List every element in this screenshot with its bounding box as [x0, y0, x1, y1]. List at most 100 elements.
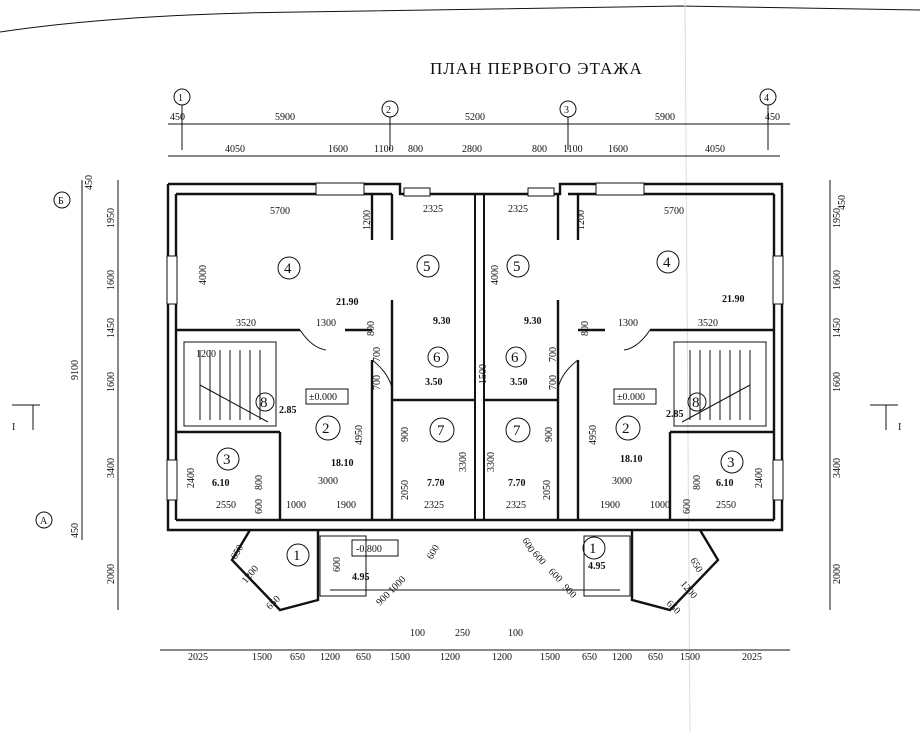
- svg-text:800: 800: [254, 475, 265, 490]
- svg-text:1200: 1200: [320, 652, 340, 663]
- svg-text:5700: 5700: [270, 206, 290, 217]
- svg-text:1600: 1600: [832, 270, 843, 290]
- svg-text:900: 900: [544, 427, 555, 442]
- room-number: 5: [423, 259, 431, 275]
- svg-text:1900: 1900: [600, 500, 620, 511]
- svg-text:650: 650: [687, 556, 704, 574]
- svg-text:1500: 1500: [390, 652, 410, 663]
- svg-text:2050: 2050: [400, 480, 411, 500]
- room-area: 21.90: [336, 297, 359, 308]
- svg-text:700: 700: [548, 347, 559, 362]
- floor-level-left: ±0.000: [309, 392, 337, 403]
- svg-text:2550: 2550: [716, 500, 736, 511]
- svg-text:1500: 1500: [252, 652, 272, 663]
- page-title: ПЛАН ПЕРВОГО ЭТАЖА: [430, 59, 643, 78]
- svg-text:3300: 3300: [458, 452, 469, 472]
- svg-text:700: 700: [548, 375, 559, 390]
- inner-walls: [176, 194, 774, 520]
- svg-text:1200: 1200: [440, 652, 460, 663]
- svg-text:600: 600: [332, 557, 343, 572]
- room-area: 7.70: [427, 478, 445, 489]
- svg-text:4000: 4000: [490, 265, 501, 285]
- svg-text:2325: 2325: [423, 204, 443, 215]
- svg-text:3000: 3000: [612, 476, 632, 487]
- svg-text:1100: 1100: [563, 144, 583, 155]
- svg-text:3400: 3400: [832, 458, 843, 478]
- svg-text:1200: 1200: [196, 349, 216, 360]
- svg-text:1950: 1950: [106, 208, 117, 228]
- axis-1: 1: [178, 93, 183, 104]
- svg-text:3000: 3000: [318, 476, 338, 487]
- svg-text:1200: 1200: [612, 652, 632, 663]
- svg-text:1200: 1200: [362, 210, 373, 230]
- svg-text:2550: 2550: [216, 500, 236, 511]
- porches: [230, 529, 720, 612]
- svg-text:1600: 1600: [106, 372, 117, 392]
- svg-text:4950: 4950: [588, 425, 599, 445]
- svg-text:1500: 1500: [478, 364, 489, 384]
- svg-text:600: 600: [425, 543, 442, 561]
- svg-text:1200: 1200: [576, 210, 587, 230]
- room-number: 8: [260, 395, 268, 411]
- svg-text:I: I: [898, 422, 901, 433]
- room-area: 21.90: [722, 294, 745, 305]
- svg-text:2000: 2000: [106, 564, 117, 584]
- svg-text:1600: 1600: [106, 270, 117, 290]
- svg-text:1500: 1500: [680, 652, 700, 663]
- svg-text:2325: 2325: [508, 204, 528, 215]
- room-number: 8: [692, 395, 700, 411]
- room-number: 3: [727, 455, 735, 471]
- room-area: 2.85: [279, 405, 297, 416]
- svg-text:4050: 4050: [225, 144, 245, 155]
- room-number: 7: [437, 423, 445, 439]
- room-area: 18.10: [620, 454, 643, 465]
- svg-text:650: 650: [356, 652, 371, 663]
- axis-3: 3: [564, 105, 569, 116]
- svg-text:800: 800: [692, 475, 703, 490]
- svg-text:2000: 2000: [832, 564, 843, 584]
- porch-level-box: [351, 539, 399, 557]
- svg-text:600: 600: [682, 499, 693, 514]
- room-area: 18.10: [331, 458, 354, 469]
- room-area: 3.50: [510, 377, 528, 388]
- svg-text:4050: 4050: [705, 144, 725, 155]
- svg-text:650: 650: [648, 652, 663, 663]
- svg-text:3520: 3520: [236, 318, 256, 329]
- bottom-dimensions: 2025 1500 650 1200 650 1500 1200 1200 15…: [160, 628, 790, 663]
- floor-level-right: ±0.000: [617, 392, 645, 403]
- room-number: 2: [622, 421, 630, 437]
- svg-text:5900: 5900: [655, 112, 675, 123]
- axis-a: А: [40, 516, 48, 527]
- svg-text:250: 250: [455, 628, 470, 639]
- svg-text:450: 450: [837, 195, 848, 210]
- svg-text:4950: 4950: [354, 425, 365, 445]
- room-number: 4: [284, 261, 292, 277]
- svg-text:2050: 2050: [542, 480, 553, 500]
- room-number: 7: [513, 423, 521, 439]
- svg-text:2025: 2025: [188, 652, 208, 663]
- left-total-dim: 9100: [70, 360, 81, 380]
- room-area: 4.95: [588, 561, 606, 572]
- svg-text:650: 650: [290, 652, 305, 663]
- svg-text:3520: 3520: [698, 318, 718, 329]
- inner-dimensions-right: 2325 1200 5700 4000 1300 3520 800 700 70…: [486, 204, 765, 514]
- room-number: 6: [433, 350, 441, 366]
- room-number: 1: [293, 548, 301, 564]
- svg-text:450: 450: [84, 175, 95, 190]
- svg-text:I: I: [12, 422, 15, 433]
- svg-text:1500: 1500: [540, 652, 560, 663]
- svg-text:600: 600: [530, 549, 548, 568]
- svg-text:600: 600: [546, 566, 564, 584]
- room-area: 6.10: [212, 478, 230, 489]
- svg-text:1200: 1200: [492, 652, 512, 663]
- svg-text:5200: 5200: [465, 112, 485, 123]
- svg-text:4000: 4000: [198, 265, 209, 285]
- svg-text:1450: 1450: [832, 318, 843, 338]
- svg-text:800: 800: [532, 144, 547, 155]
- svg-text:3400: 3400: [106, 458, 117, 478]
- svg-text:1000: 1000: [650, 500, 670, 511]
- svg-text:2325: 2325: [506, 500, 526, 511]
- svg-text:1950: 1950: [832, 208, 843, 228]
- svg-text:650: 650: [582, 652, 597, 663]
